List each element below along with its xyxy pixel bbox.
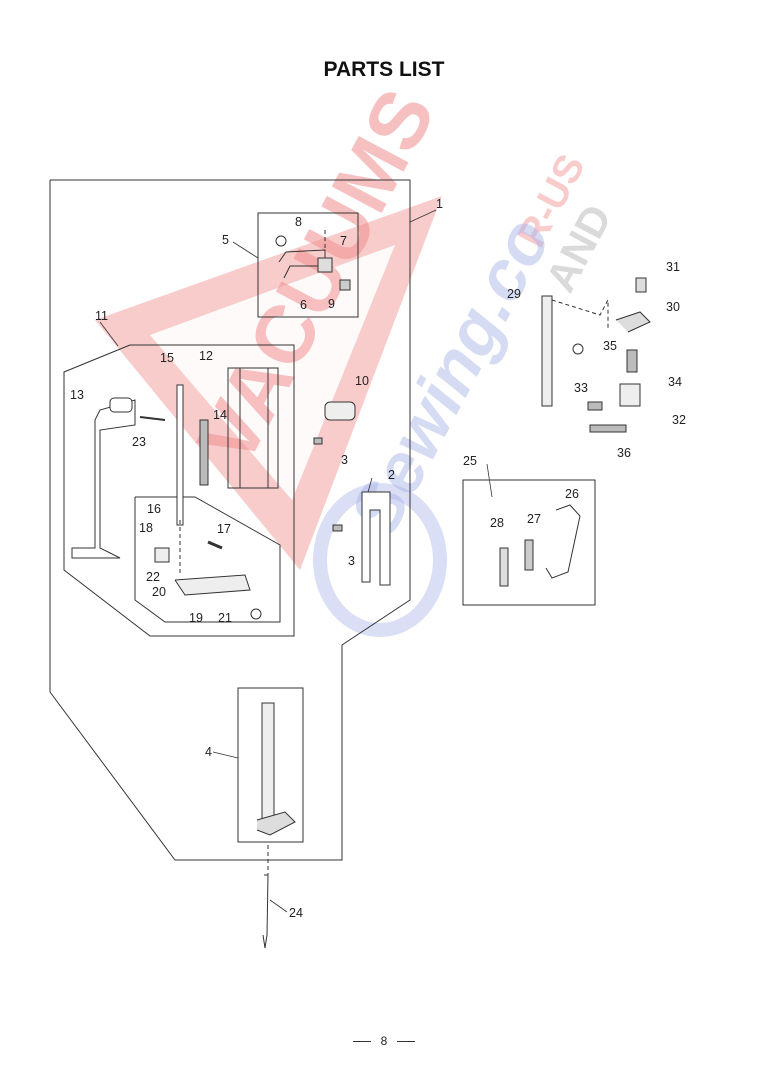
callout-20: 20 xyxy=(152,585,166,599)
part-13-presser-foot xyxy=(71,399,136,559)
footer-dash-right xyxy=(397,1041,416,1043)
callout-7: 7 xyxy=(340,234,347,248)
callout-31: 31 xyxy=(666,260,680,274)
part-12-plate xyxy=(227,367,279,489)
callout-21: 21 xyxy=(218,611,232,625)
part-31-screw xyxy=(635,277,647,293)
callout-34: 34 xyxy=(668,375,682,389)
callout-19: 19 xyxy=(189,611,203,625)
callout-10: 10 xyxy=(355,374,369,388)
part-7-block xyxy=(317,257,333,273)
part-18-plate xyxy=(154,547,170,563)
callout-16: 16 xyxy=(147,502,161,516)
callout-1: 1 xyxy=(436,197,443,211)
part-34-spring xyxy=(626,349,638,373)
callout-14: 14 xyxy=(213,408,227,422)
callout-11: 11 xyxy=(95,309,108,323)
part-4-needle-bar xyxy=(261,702,275,824)
callout-26: 26 xyxy=(565,487,579,501)
parts xyxy=(71,235,651,949)
part-8-screw xyxy=(275,235,287,247)
page-footer: 8 xyxy=(0,1034,768,1048)
box-4 xyxy=(237,687,304,843)
callout-3b: 3 xyxy=(348,554,355,568)
callout-3a: 3 xyxy=(341,453,348,467)
part-29-shaft xyxy=(541,295,553,407)
callout-13: 13 xyxy=(70,388,84,402)
part-9-spring xyxy=(339,279,351,291)
assembly-lines xyxy=(179,230,609,875)
leader-lines xyxy=(99,209,493,913)
frame-outlines xyxy=(49,179,596,861)
part-3-screw-a xyxy=(313,437,323,445)
part-27-pin xyxy=(524,539,534,571)
callout-2: 2 xyxy=(388,468,395,482)
callout-18: 18 xyxy=(139,521,153,535)
callouts: 1 8 5 7 6 9 11 15 12 10 13 14 23 3 2 25 … xyxy=(70,197,686,920)
callout-4: 4 xyxy=(205,745,212,759)
callout-36: 36 xyxy=(617,446,631,460)
callout-25: 25 xyxy=(463,454,477,468)
callout-6: 6 xyxy=(300,298,307,312)
callout-30: 30 xyxy=(666,300,680,314)
part-23-pin xyxy=(139,416,166,421)
part-20-thread-guide xyxy=(174,574,251,596)
callout-8: 8 xyxy=(295,215,302,229)
part-32-block xyxy=(619,383,641,407)
callout-28: 28 xyxy=(490,516,504,530)
callout-5: 5 xyxy=(222,233,229,247)
part-35-e-ring xyxy=(572,343,584,355)
main-frame xyxy=(49,179,411,861)
callout-35: 35 xyxy=(603,339,617,353)
part-36-spring xyxy=(589,424,627,433)
page-number: 8 xyxy=(380,1034,388,1048)
part-14-spring xyxy=(199,419,209,486)
part-10-bushing xyxy=(324,401,356,421)
part-21-screw xyxy=(250,608,262,620)
frame-11 xyxy=(63,344,295,637)
callout-29: 29 xyxy=(507,287,521,301)
callout-27: 27 xyxy=(527,512,541,526)
part-28-pin xyxy=(499,547,509,587)
watermark-swoosh xyxy=(313,483,447,637)
part-30-lever xyxy=(615,311,651,333)
frame-16 xyxy=(134,496,281,623)
callout-17: 17 xyxy=(217,522,231,536)
callout-22: 22 xyxy=(146,570,160,584)
part-15-rod xyxy=(176,384,184,526)
part-2-bracket xyxy=(361,491,391,586)
part-3-screw-b xyxy=(332,524,343,532)
callout-15: 15 xyxy=(160,351,174,365)
part-26-arm xyxy=(545,504,581,579)
callout-9: 9 xyxy=(328,297,335,311)
footer-dash-left xyxy=(352,1041,371,1043)
callout-32: 32 xyxy=(672,413,686,427)
part-17-pin xyxy=(207,540,223,550)
part-24-needle xyxy=(262,874,269,949)
callout-24: 24 xyxy=(289,906,303,920)
part-33-spring xyxy=(587,401,603,411)
callout-33: 33 xyxy=(574,381,588,395)
callout-23: 23 xyxy=(132,435,146,449)
box-5 xyxy=(257,212,359,318)
callout-12: 12 xyxy=(199,349,213,363)
box-25 xyxy=(462,479,596,606)
page-title: PARTS LIST xyxy=(323,58,445,81)
